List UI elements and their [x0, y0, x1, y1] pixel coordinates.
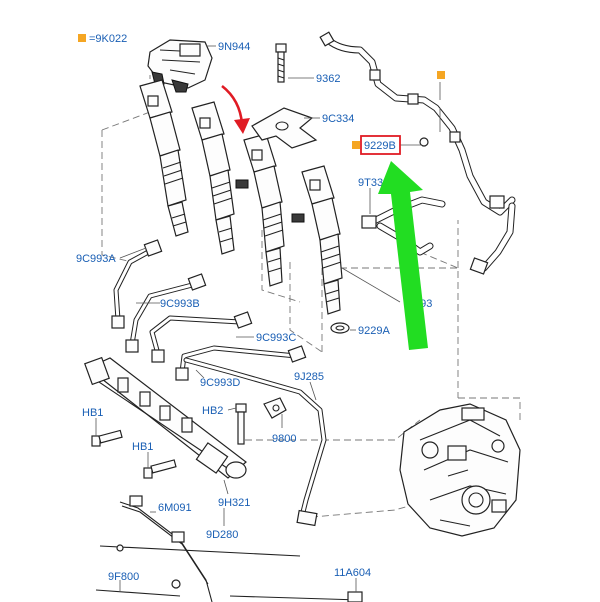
- square-marker-icon: [352, 141, 360, 149]
- leak-off-line: [319, 31, 516, 275]
- label-9D280: 9D280: [206, 529, 238, 541]
- injector-4: [291, 165, 343, 315]
- glow-plugs-9F800: [95, 544, 363, 602]
- injector-2: [191, 101, 235, 255]
- label-9C993D: 9C993D: [200, 377, 240, 389]
- fuel-rail: [84, 356, 247, 479]
- pipe-9J285: [183, 357, 327, 527]
- label-9C993C: 9C993C: [256, 332, 296, 344]
- label-9J285: 9J285: [294, 371, 324, 383]
- label-6M091: 6M091: [158, 502, 192, 514]
- label-9T33: 9T33: [358, 177, 383, 189]
- label-HB2: HB2: [202, 405, 223, 417]
- seal-washers: [330, 322, 350, 334]
- leader-lines: [95, 45, 422, 592]
- legend-label: =9K022: [89, 33, 127, 45]
- label-9N944: 9N944: [218, 41, 250, 53]
- label-9H321: 9H321: [218, 497, 250, 509]
- fuel-pump: [399, 403, 521, 537]
- square-marker-icon: [78, 34, 86, 42]
- highlight-box-icon: [360, 135, 401, 155]
- label-9229B: 9229B: [364, 140, 396, 152]
- label-HB1-bottom: HB1: [132, 441, 153, 453]
- legend: =9K022: [78, 33, 127, 45]
- connector-9N944: [147, 39, 213, 93]
- glow-plug-harness-6M091: [119, 495, 213, 602]
- label-9362: 9362: [316, 73, 340, 85]
- bolt-9362: [275, 43, 287, 83]
- label-9C993B: 9C993B: [160, 298, 200, 310]
- injector-1: [139, 79, 189, 237]
- label-9C334: 9C334: [322, 113, 354, 125]
- label-9F800: 9F800: [108, 571, 139, 583]
- clamp-9C334: [251, 107, 318, 149]
- hp-pipes: [111, 239, 307, 381]
- label-HB1-top: HB1: [82, 407, 103, 419]
- label-9800: 9800: [272, 433, 296, 445]
- injector-3: [235, 133, 285, 287]
- label-9C993A: 9C993A: [76, 253, 116, 265]
- label-11A604: 11A604: [334, 567, 371, 579]
- bolts: [91, 397, 287, 479]
- label-9229A: 9229A: [358, 325, 390, 337]
- part-labels: 9N944 9362 9C334 9229B 9T33 9C993A 9C993…: [76, 41, 432, 583]
- square-marker-icon: [437, 71, 445, 79]
- green-arrow-icon: [378, 161, 428, 350]
- red-arrow-icon: [221, 84, 250, 134]
